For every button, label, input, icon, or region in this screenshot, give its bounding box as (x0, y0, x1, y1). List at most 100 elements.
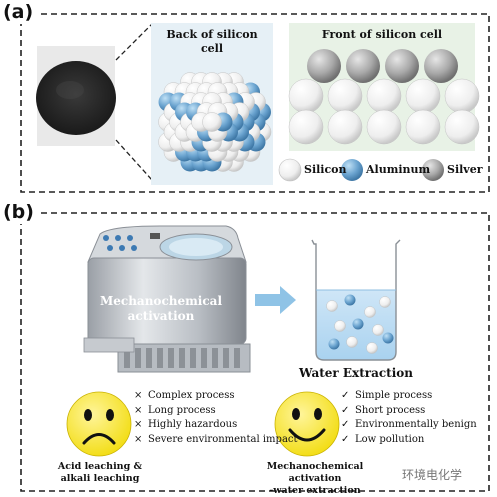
legend-silver-label: Silver (447, 163, 483, 176)
vent-slot (234, 348, 240, 368)
panel-b-frame (20, 212, 490, 492)
vent-slot (135, 348, 141, 368)
good-caption-line2: -water extraction (269, 485, 361, 496)
cross-icon: × (134, 419, 143, 430)
front-atom (366, 109, 402, 145)
beaker-particle (364, 306, 376, 318)
legend-silicon-swatch (278, 158, 302, 182)
panel-b-label: (b) (3, 201, 34, 223)
machine-vents (124, 348, 240, 368)
arrow-right-icon (255, 286, 296, 314)
dust-pile (36, 61, 116, 135)
beaker-particle (334, 320, 346, 332)
check-icon: ✓ (341, 404, 350, 416)
cluster-atom (202, 112, 222, 132)
beaker-particle (346, 336, 358, 348)
check-icon: ✓ (341, 390, 350, 401)
beaker-particle (372, 324, 384, 336)
legend-aluminum-swatch (341, 159, 363, 181)
dust-highlight (56, 81, 84, 99)
good-caption-line1: Mechanochemical activation (266, 461, 364, 484)
front-atom (385, 49, 419, 83)
front-atom (366, 78, 402, 114)
vent-slot (146, 348, 152, 368)
list-item-text: Severe environmental impact (148, 433, 298, 445)
watermark: 环境电化学 (402, 468, 463, 482)
list-item-text: Environmentally benign (355, 419, 477, 430)
list-item: ✓ Low pollution (341, 433, 477, 448)
cross-icon: × (134, 404, 143, 416)
sad-face-icon (66, 391, 132, 457)
list-item: ✓ Short process (341, 404, 477, 419)
machine-label-line2: activation (127, 309, 195, 323)
beaker-particle (352, 318, 364, 330)
cross-icon: × (134, 433, 143, 445)
front-atom (307, 49, 341, 83)
check-icon: ✓ (341, 419, 350, 430)
beaker-icon (311, 239, 401, 361)
panel-b-label-bg (2, 202, 40, 224)
water-extraction-title: Water Extraction (299, 366, 413, 380)
list-item: ✓ Environmentally benign (341, 418, 477, 433)
list-item-text: Highly hazardous (148, 419, 238, 430)
vent-slot (223, 348, 229, 368)
ball-mill-icon (83, 225, 251, 373)
panel-a-label: (a) (3, 1, 34, 23)
front-atom (424, 49, 458, 83)
legend (278, 158, 444, 182)
front-atom (288, 78, 324, 114)
front-atom (327, 109, 363, 145)
legend-aluminum-label: Aluminum (366, 163, 431, 176)
vent-slot (157, 348, 163, 368)
check-icon: ✓ (341, 433, 350, 445)
bad-caption-line2: alkali leaching (60, 473, 140, 484)
front-cell-title: Front of silicon cell (321, 28, 443, 41)
legend-silver-swatch (422, 159, 444, 181)
front-atom (405, 78, 441, 114)
atom-cluster (158, 72, 272, 172)
vent-slot (190, 348, 196, 368)
front-atom (288, 109, 324, 145)
vent-slot (201, 348, 207, 368)
list-item: × Complex process (134, 389, 298, 404)
front-atom (405, 109, 441, 145)
legend-silicon-label: Silicon (304, 163, 347, 176)
front-atom (444, 78, 480, 114)
list-item: × Severe environmental impact (134, 433, 298, 448)
panel-a-frame (20, 13, 490, 193)
list-item: × Highly hazardous (134, 418, 298, 433)
list-item-text: Complex process (148, 390, 235, 401)
drawbacks-list: × Complex process × Long process × Highly haz… (134, 389, 298, 447)
smiley-face-icon (274, 391, 340, 457)
machine-label-line1: Mechanochemical (99, 294, 222, 308)
front-atom (327, 78, 363, 114)
zoom-line-top (115, 23, 153, 61)
beaker-particle (379, 296, 391, 308)
back-cell-title: Back of silicon cell (151, 28, 273, 56)
list-item-text: Short process (355, 404, 426, 416)
list-item-text: Long process (148, 404, 216, 416)
beaker-particle (366, 342, 378, 354)
vent-slot (168, 348, 174, 368)
bad-caption-line1: Acid leaching & (57, 461, 143, 472)
front-atom (444, 109, 480, 145)
back-cell-title-line2: cell (200, 42, 224, 55)
bad-caption: Acid leaching & alkali leaching (40, 461, 160, 485)
good-caption: Mechanochemical activation -water extrac… (250, 461, 380, 497)
list-item: ✓Simple process (341, 389, 477, 404)
back-cell-title-line1: Back of silicon (166, 28, 258, 41)
advantages-list: ✓Simple process✓Short process✓Environmen… (341, 389, 477, 447)
vent-slot (179, 348, 185, 368)
cross-icon: × (134, 390, 143, 401)
beaker-particle (326, 300, 338, 312)
zoom-line-bottom (115, 139, 153, 181)
beaker-particle (344, 294, 356, 306)
machine-label: Mechanochemical activation (96, 294, 226, 324)
beaker-particles (326, 294, 394, 354)
vent-slot (212, 348, 218, 368)
beaker-particle (382, 332, 394, 344)
front-atom (346, 49, 380, 83)
vent-slot (124, 348, 130, 368)
list-item-text: Low pollution (355, 433, 425, 445)
